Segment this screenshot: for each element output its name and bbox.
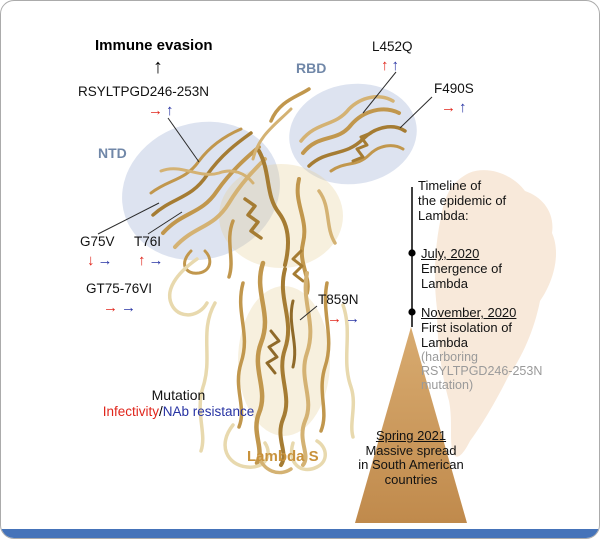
mutation-label-t76i: T76I — [134, 234, 162, 249]
nab-resistance-arrow-icon: ↑ — [459, 99, 470, 116]
timeline-event2-desc: First isolation of Lambda — [421, 320, 513, 350]
immune-evasion-title: Immune evasion — [95, 37, 213, 54]
mutation-arrows-t76i: ↑→ — [138, 253, 167, 268]
nab-resistance-arrow-icon: → — [97, 252, 116, 269]
rbd-domain-label: RBD — [296, 60, 327, 76]
nab-resistance-arrow-icon: → — [345, 310, 363, 327]
mutation-arrows-rsyltpgd246-253n: →↑ — [148, 103, 177, 118]
mutation-label-t859n: T859N — [318, 292, 359, 307]
ntd-domain-label: NTD — [98, 145, 127, 161]
mutation-label-g75v: G75V — [80, 234, 115, 249]
infectivity-arrow-icon: → — [148, 102, 166, 119]
mutation-arrows-g75v: ↓→ — [87, 253, 116, 268]
lambda-s-label: Lambda S — [247, 448, 319, 465]
timeline-event1-date: July, 2020 — [421, 246, 480, 261]
timeline-bullet — [408, 249, 416, 257]
spike-protein-structure — [149, 87, 407, 475]
nab-resistance-arrow-icon: ↑ — [391, 57, 402, 74]
mutation-arrows-l452q: ↑↑ — [381, 58, 402, 73]
infectivity-arrow-icon: → — [327, 310, 345, 327]
timeline-axis — [408, 187, 416, 327]
timeline-bullet — [408, 308, 416, 316]
legend-separator: / — [158, 404, 163, 419]
timeline-event3-desc: Massive spread in South American countri… — [358, 442, 464, 487]
spread-triangle — [355, 327, 467, 523]
south-america-map — [434, 170, 557, 457]
increase-arrow-icon: ↑ — [153, 56, 163, 78]
timeline-header: Timeline of the epidemic of Lambda: — [418, 178, 507, 223]
timeline-event2-date: November, 2020 — [421, 305, 517, 320]
mutation-label-rsyltpgd246-253n: RSYLTPGD246-253N — [78, 84, 210, 99]
timeline-event3-date: Spring 2021 — [375, 428, 447, 443]
nab-resistance-arrow-icon: ↑ — [166, 102, 177, 119]
mutation-arrows-gt75-76vi: →→ — [103, 300, 139, 315]
mutation-label-l452q: L452Q — [372, 39, 413, 54]
legend-effects-line: Infectivity/NAb resistance — [86, 404, 271, 419]
infectivity-arrow-icon: → — [441, 99, 459, 116]
mutation-arrows-f490s: →↑ — [441, 100, 470, 115]
infectivity-arrow-icon: ↓ — [87, 252, 98, 269]
infectivity-arrow-icon: → — [103, 299, 121, 316]
nab-resistance-arrow-icon: → — [148, 252, 167, 269]
mutation-arrows-t859n: →→ — [327, 311, 363, 326]
infectivity-arrow-icon: ↑ — [138, 252, 149, 269]
nab-resistance-arrow-icon: → — [121, 299, 139, 316]
leader-lines — [97, 71, 433, 321]
legend-nab-resistance-label: NAb resistance — [162, 404, 255, 419]
timeline-event2-note: (harboring RSYLTPGD246-253N mutation) — [421, 350, 543, 392]
timeline-event3: Spring 2021 Massive spread in South Amer… — [343, 428, 479, 487]
infectivity-arrow-icon: ↑ — [381, 57, 392, 74]
mutation-legend: Mutation Infectivity/NAb resistance — [86, 387, 271, 419]
legend-mutation-label: Mutation — [151, 387, 206, 403]
footer-bar — [1, 529, 599, 538]
timeline-event1-desc: Emergence of Lambda — [421, 261, 502, 291]
mutation-label-f490s: F490S — [434, 81, 474, 96]
mutation-label-gt75-76vi: GT75-76VI — [86, 281, 153, 296]
legend-infectivity-label: Infectivity — [102, 404, 159, 419]
